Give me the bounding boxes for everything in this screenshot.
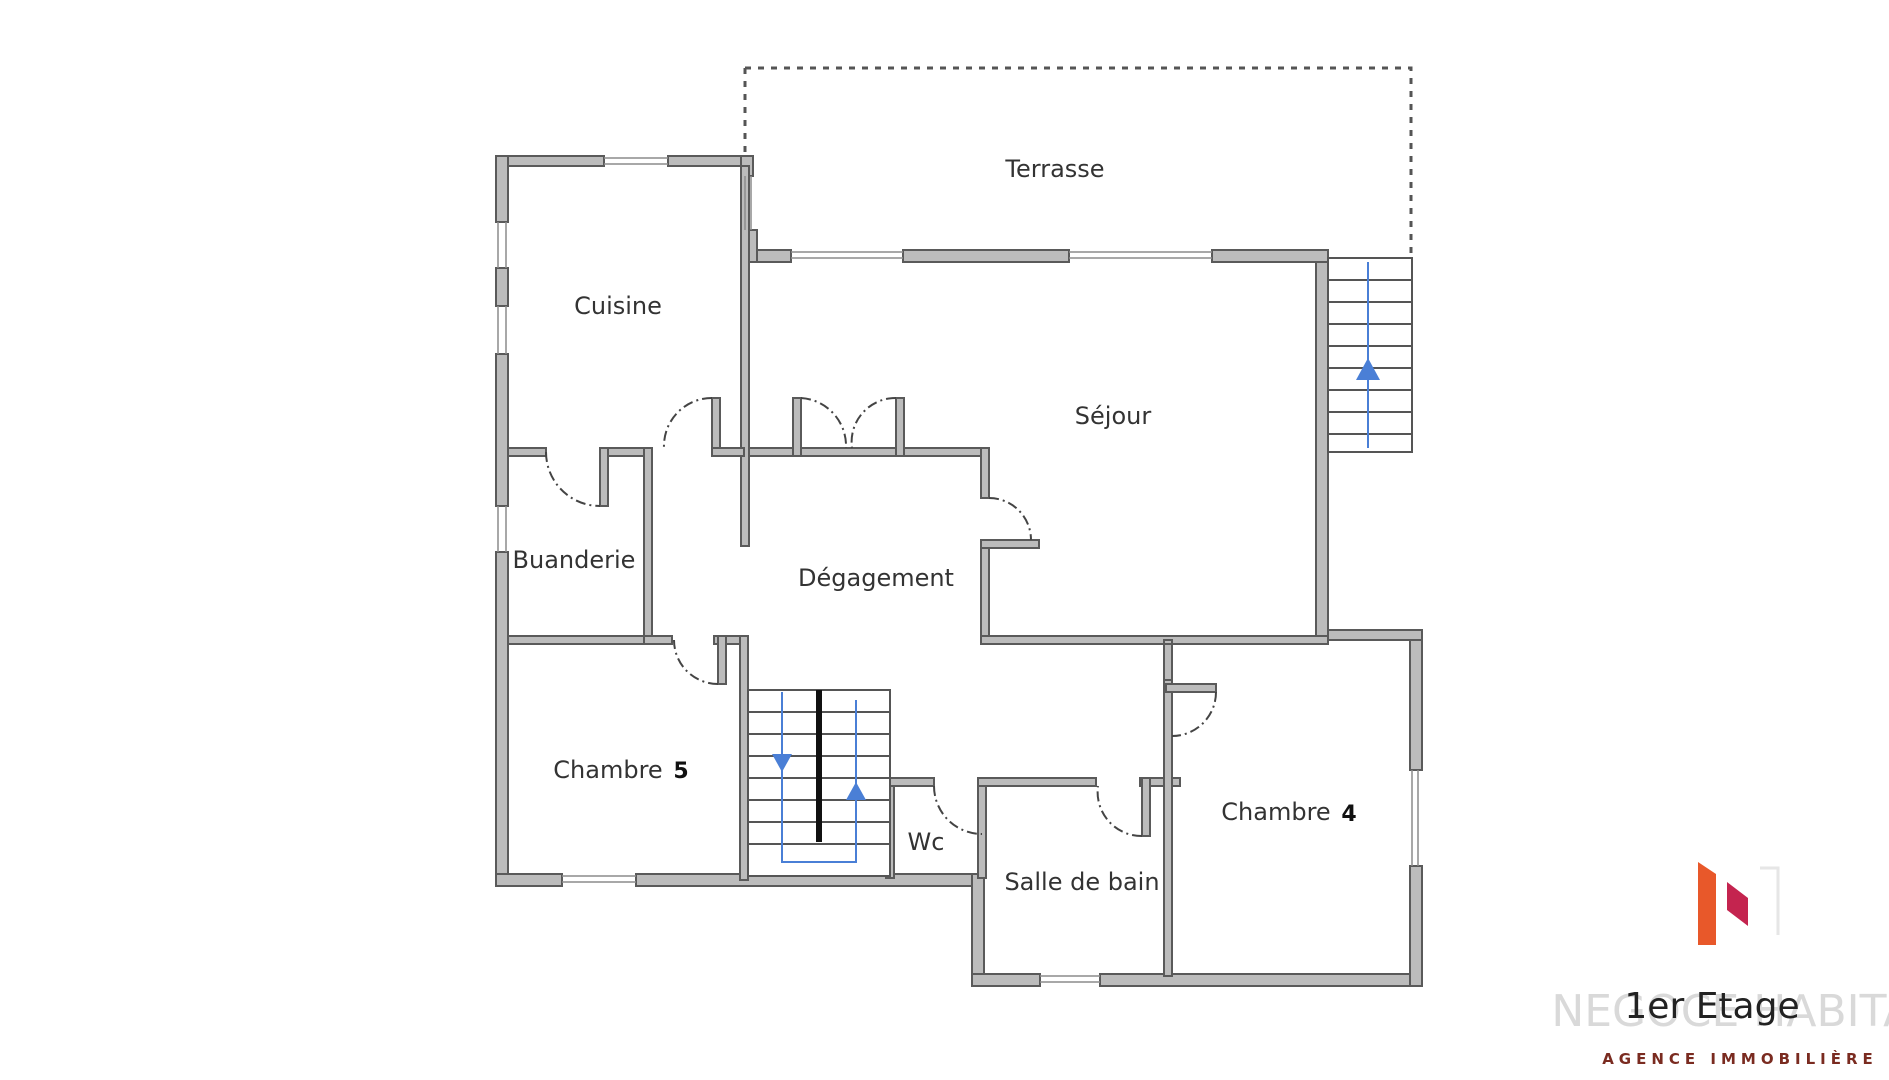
terrace-outline <box>743 66 1413 258</box>
stair-down-arrow-icon <box>772 754 792 772</box>
room-label-chambre-4: Chambre <box>1221 798 1330 826</box>
floor-title: 1er Etage <box>1624 986 1799 1027</box>
room-label-degagement: Dégagement <box>798 564 954 592</box>
room-label-buanderie: Buanderie <box>513 546 636 574</box>
watermark-subtitle: AGENCE IMMOBILIÈRE <box>1602 1049 1878 1068</box>
doors <box>545 396 1217 838</box>
walls <box>495 155 1423 987</box>
room-label-cuisine: Cuisine <box>574 292 662 320</box>
room-label-terrasse: Terrasse <box>1004 155 1104 183</box>
stair-walk-line <box>781 692 857 863</box>
room-number-chambre-4: 4 <box>1341 802 1356 827</box>
room-label-wc: Wc <box>908 828 945 856</box>
logo-mark-icon <box>1698 862 1716 945</box>
windows <box>497 157 1419 983</box>
terrace-staircase <box>1327 257 1413 453</box>
room-label-chambre-5: Chambre <box>553 756 662 784</box>
central-staircase <box>747 689 891 877</box>
logo-mark-accent <box>1727 882 1748 926</box>
room-label-sejour: Séjour <box>1075 402 1152 430</box>
watermark-brand: NEGOCE HABITAT <box>1551 986 1889 1037</box>
room-label-salle-de-bain: Salle de bain <box>1004 868 1159 896</box>
logo-mark-outline <box>1760 866 1780 935</box>
room-number-chambre-5: 5 <box>673 759 688 784</box>
stair-up-arrow-icon <box>846 782 866 800</box>
stair-up-arrow-icon <box>1356 358 1380 380</box>
agency-logo: NEGOCE HABITAT AGENCE IMMOBILIÈRE <box>1551 862 1889 1068</box>
